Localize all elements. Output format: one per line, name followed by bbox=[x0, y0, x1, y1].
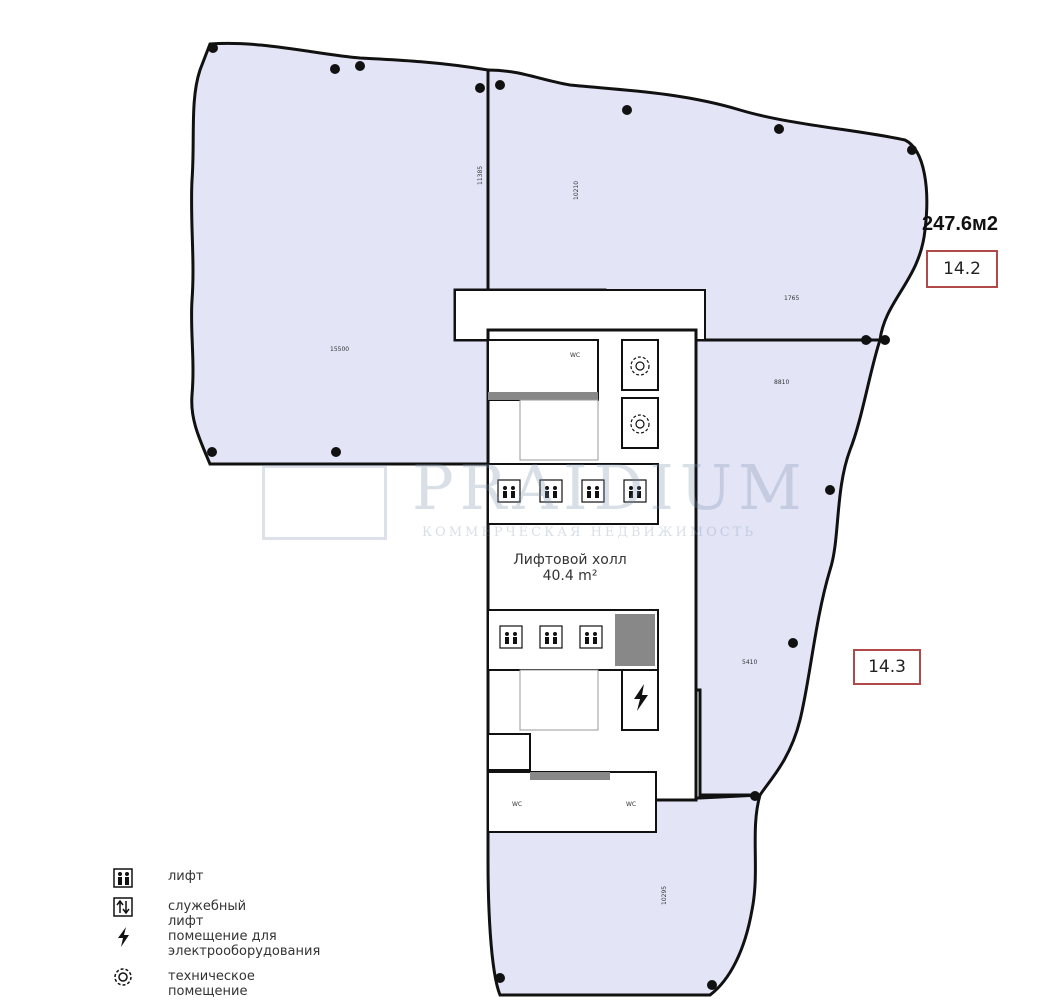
lift-hall-label: Лифтовой холл 40.4 m² bbox=[500, 552, 640, 584]
legend-text: помещение для электрооборудования bbox=[168, 929, 321, 959]
zone-north-west bbox=[190, 41, 490, 466]
zone-north-east bbox=[486, 68, 929, 342]
lift-hall-name: Лифтовой холл bbox=[513, 552, 627, 568]
wc-label: WC bbox=[512, 801, 522, 808]
service-lift-icon bbox=[113, 897, 133, 917]
lift-icon bbox=[539, 625, 563, 649]
wc-label: WC bbox=[626, 801, 636, 808]
stairs-upper bbox=[519, 399, 599, 461]
office-zones bbox=[190, 41, 929, 997]
lightning-icon bbox=[118, 927, 129, 947]
lift-icon bbox=[497, 479, 521, 503]
dimension-label: 10295 bbox=[661, 886, 668, 905]
gear-icon bbox=[630, 356, 650, 376]
dimension-label: 8810 bbox=[774, 379, 789, 386]
lift-icon bbox=[113, 868, 133, 888]
zone-south bbox=[486, 778, 763, 997]
dimension-label: 5410 bbox=[742, 659, 757, 666]
gear-icon bbox=[630, 414, 650, 434]
lightning-icon bbox=[634, 684, 648, 711]
lift-hall-area: 40.4 m² bbox=[542, 568, 598, 584]
lift-icon bbox=[623, 479, 647, 503]
unit-area-14-2: 247.6м2 bbox=[922, 213, 998, 235]
dimension-label: 10210 bbox=[573, 181, 580, 200]
lift-icon bbox=[581, 479, 605, 503]
gear-icon bbox=[114, 968, 132, 986]
unit-14-3-label[interactable]: 14.3 bbox=[853, 649, 921, 685]
dimension-label: 1765 bbox=[784, 295, 799, 302]
wc-label: WC bbox=[570, 352, 580, 359]
dimension-label: 11385 bbox=[477, 166, 484, 185]
dimension-label: 15500 bbox=[330, 346, 349, 353]
lift-icon bbox=[579, 625, 603, 649]
unit-14-2-label[interactable]: 14.2 bbox=[926, 250, 998, 288]
legend-text: служебный лифт bbox=[168, 899, 247, 929]
core bbox=[454, 289, 706, 833]
lift-icon bbox=[539, 479, 563, 503]
columns bbox=[207, 43, 917, 990]
lift-icon bbox=[499, 625, 523, 649]
legend-text: лифт bbox=[168, 869, 204, 884]
zone-east bbox=[694, 338, 883, 797]
legend-text: техническое помещение bbox=[168, 969, 255, 999]
stairs-lower bbox=[519, 669, 599, 731]
